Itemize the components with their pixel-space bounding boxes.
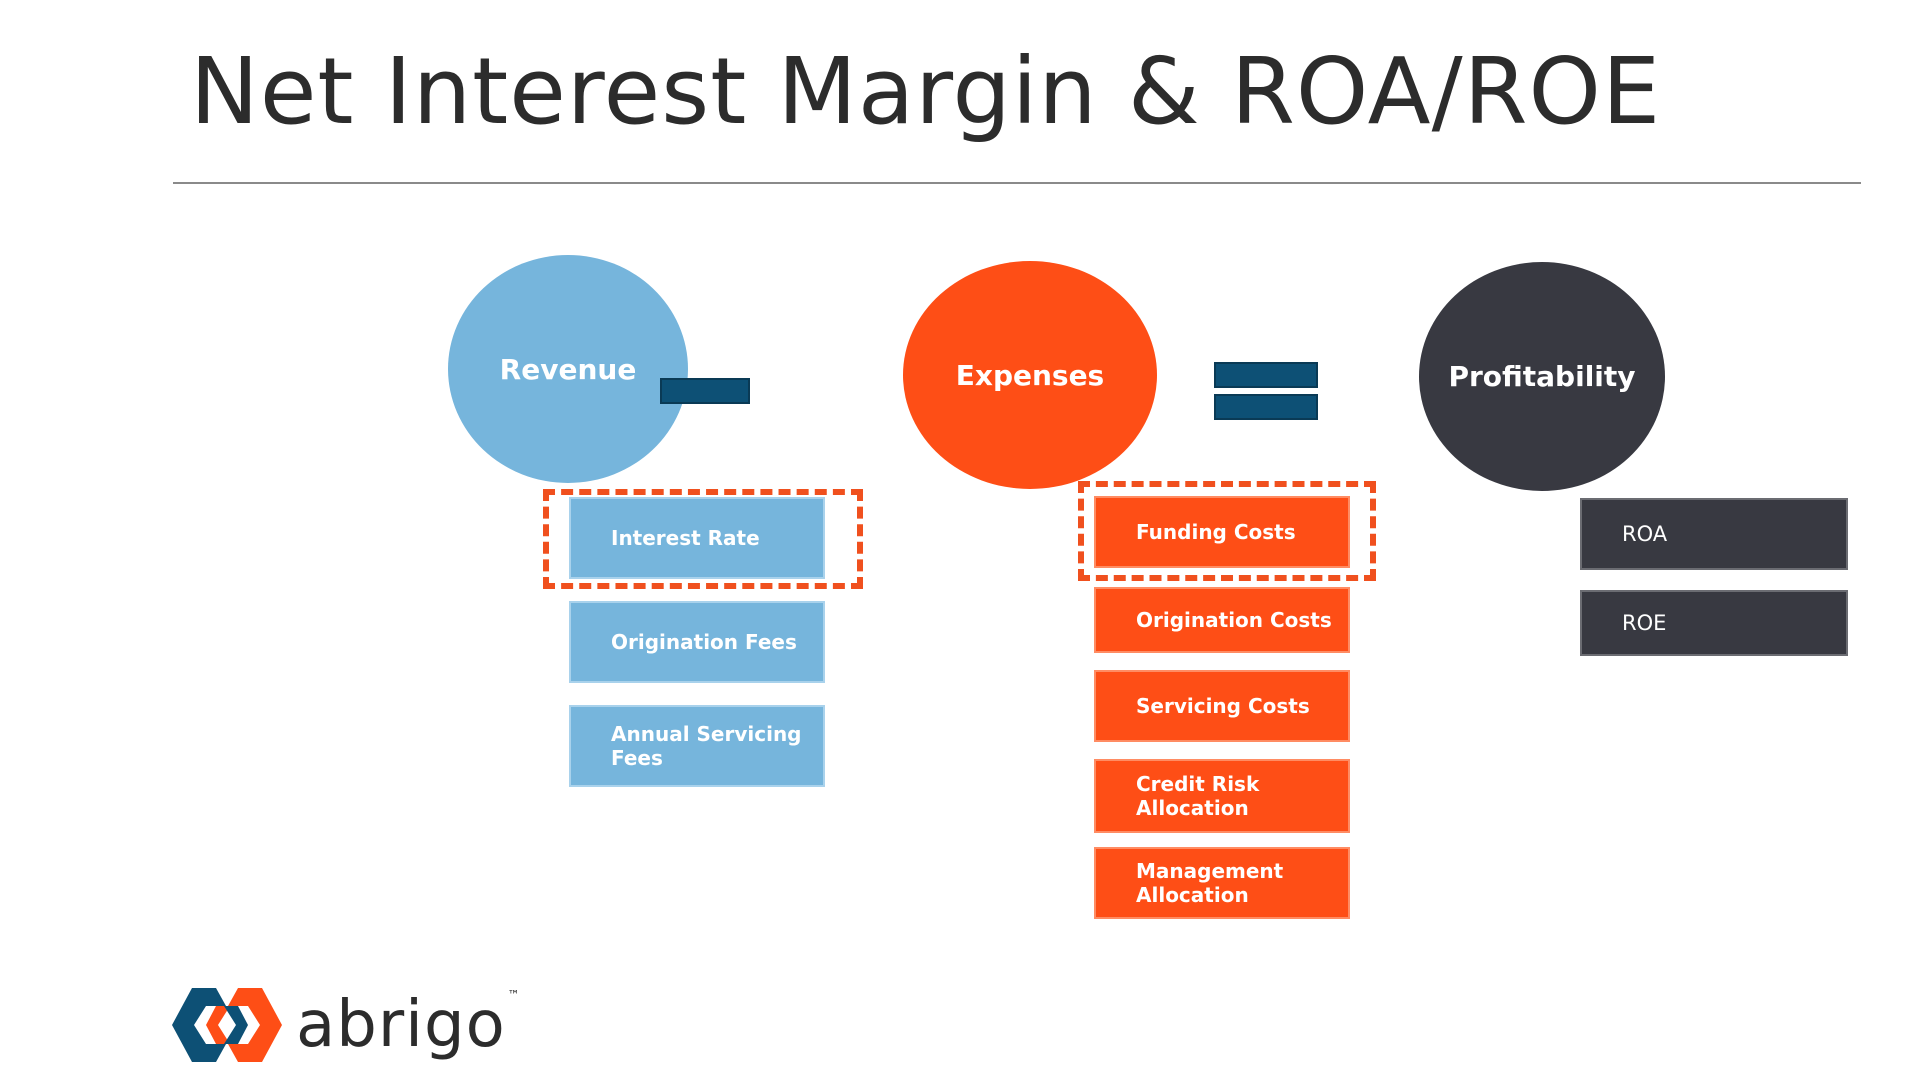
abrigo-wordmark: abrigo [296, 988, 506, 1062]
revenue-item-label: Interest Rate [611, 526, 760, 550]
equals-sign-top-bar [1214, 362, 1318, 388]
expenses-item-label: Origination Costs [1136, 608, 1332, 632]
profitability-item-roa: ROA [1580, 498, 1848, 570]
revenue-item-interest-rate: Interest Rate [569, 497, 825, 579]
trademark-symbol: ™ [507, 988, 520, 1002]
abrigo-logo: abrigo ™ [170, 984, 520, 1066]
expenses-item-management-allocation: Management Allocation [1094, 847, 1350, 919]
expenses-circle: Expenses [903, 261, 1157, 489]
profitability-item-label: ROA [1622, 522, 1668, 546]
profitability-circle: Profitability [1419, 262, 1665, 491]
expenses-item-label: Funding Costs [1136, 520, 1296, 544]
abrigo-chain-icon [172, 988, 282, 1062]
expenses-label: Expenses [955, 358, 1105, 392]
slide-title: Net Interest Margin & ROA/ROE [190, 38, 1662, 145]
revenue-item-annual-servicing-fees: Annual Servicing Fees [569, 705, 825, 787]
expenses-item-credit-risk-allocation: Credit Risk Allocation [1094, 759, 1350, 833]
expenses-item-funding-costs: Funding Costs [1094, 496, 1350, 568]
minus-sign-icon [660, 378, 750, 404]
profitability-label: Profitability [1448, 360, 1636, 393]
expenses-item-label: Management Allocation [1136, 859, 1284, 907]
revenue-item-origination-fees: Origination Fees [569, 601, 825, 683]
funding-costs-highlight [1078, 481, 1376, 581]
revenue-item-label: Origination Fees [611, 630, 797, 654]
expenses-item-label: Servicing Costs [1136, 694, 1310, 718]
revenue-circle: Revenue [448, 255, 688, 483]
expenses-item-origination-costs: Origination Costs [1094, 587, 1350, 653]
profitability-item-roe: ROE [1580, 590, 1848, 656]
revenue-label: Revenue [499, 352, 637, 386]
equals-sign-bottom-bar [1214, 394, 1318, 420]
revenue-item-label: Annual Servicing Fees [611, 722, 802, 770]
title-divider [173, 182, 1861, 184]
expenses-item-label: Credit Risk Allocation [1136, 772, 1260, 820]
profitability-item-label: ROE [1622, 611, 1667, 635]
interest-rate-highlight [543, 489, 863, 589]
expenses-item-servicing-costs: Servicing Costs [1094, 670, 1350, 742]
